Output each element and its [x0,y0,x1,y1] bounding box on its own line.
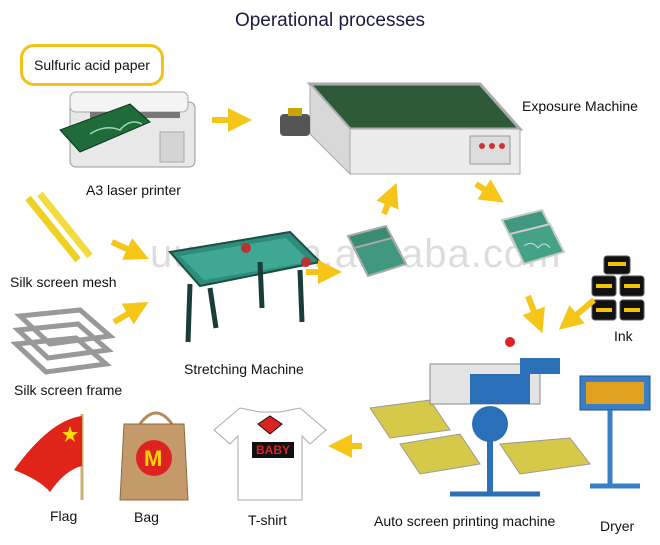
frame-label: Silk screen frame [14,382,123,398]
sulfuric-acid-paper-callout: Sulfuric acid paper [20,44,164,86]
arrow-exposure-to-exposed [474,179,504,203]
flag-image [14,414,84,500]
dryer-label: Dryer [600,518,635,534]
stretching-machine-image [168,230,323,343]
printer-label: A3 laser printer [86,182,181,198]
arrow-exposed-to-printer [522,294,545,334]
auto-printing-machine-image [369,337,591,497]
stretched-frames-image [346,224,408,278]
bag-image [119,411,189,501]
exposure-machine-image [280,82,524,176]
bag-logo: M [144,446,163,471]
silk-screen-mesh-image [25,189,105,263]
bag-label: Bag [134,509,159,525]
dryer-image [579,375,651,489]
ink-cans-image [591,255,645,321]
page-title: Operational processes [234,10,426,31]
silk-screen-frame-image [10,307,116,375]
exposed-frames-image [500,208,566,266]
arrow-mesh-to-stretching [110,238,149,260]
arrow-frame-to-stretching [112,301,149,325]
tshirt-print: BABY [252,442,295,458]
arrow-stretched-to-exposure [376,182,399,216]
mesh-label: Silk screen mesh [10,274,117,290]
flag-label: Flag [50,508,78,524]
auto-printing-machine-label: Auto screen printing machine [374,513,556,529]
stretching-machine-label: Stretching Machine [184,361,304,377]
laser-printer-image [59,91,196,168]
exposure-machine-label: Exposure Machine [522,98,638,114]
arrow-ink-to-printer [558,297,596,330]
ink-label: Ink [614,328,633,344]
tshirt-label: T-shirt [248,512,287,528]
